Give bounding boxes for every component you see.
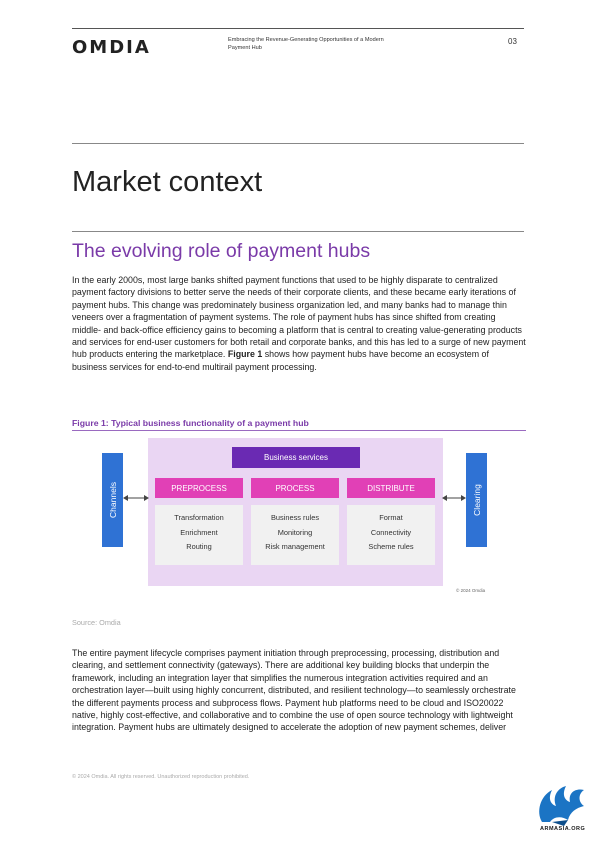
channels-arrow	[123, 495, 149, 501]
stage-header: PROCESS	[251, 478, 339, 498]
omdia-logo: OMDIA	[72, 37, 151, 58]
stage-item: Transformation	[174, 513, 224, 522]
stage-body: Transformation Enrichment Routing	[155, 505, 243, 565]
stage-header: DISTRIBUTE	[347, 478, 435, 498]
header-top-rule	[72, 28, 524, 29]
stage-distribute: DISTRIBUTE Format Connectivity Scheme ru…	[347, 478, 435, 565]
page-number: 03	[508, 37, 517, 46]
armasia-logo	[539, 786, 584, 826]
paragraph-1: In the early 2000s, most large banks shi…	[72, 274, 526, 373]
figure-title: Figure 1: Typical business functionality…	[72, 418, 309, 428]
stage-item: Format	[379, 513, 403, 522]
stage-item: Routing	[186, 542, 212, 551]
figure-copyright: © 2024 Omdia	[456, 588, 486, 593]
clearing-arrow	[442, 495, 466, 501]
clearing-bar: Clearing	[466, 453, 487, 547]
clearing-label: Clearing	[471, 484, 482, 516]
stage-process: PROCESS Business rules Monitoring Risk m…	[251, 478, 339, 565]
stage-body: Business rules Monitoring Risk managemen…	[251, 505, 339, 565]
stage-item: Scheme rules	[368, 542, 414, 551]
section-divider	[72, 231, 524, 232]
stage-preprocess: PREPROCESS Transformation Enrichment Rou…	[155, 478, 243, 565]
paragraph-2: The entire payment lifecycle comprises p…	[72, 648, 516, 733]
watermark-text: ARMASIA.ORG	[540, 826, 586, 832]
subsection-title: The evolving role of payment hubs	[72, 240, 371, 262]
footer-copyright: © 2024 Omdia. All rights reserved. Unaut…	[72, 774, 250, 780]
channels-bar: Channels	[102, 453, 123, 547]
stage-item: Enrichment	[180, 527, 218, 537]
stage-item: Monitoring	[277, 527, 313, 537]
stage-item: Business rules	[270, 513, 320, 522]
section-title: Market context	[72, 166, 263, 198]
stage-header: PREPROCESS	[155, 478, 243, 498]
channels-label: Channels	[107, 482, 118, 518]
figure-reference: Figure 1	[227, 349, 263, 360]
section-top-rule	[72, 143, 524, 144]
paragraph-1-text: In the early 2000s, most large banks shi…	[72, 275, 526, 360]
stage-body: Format Connectivity Scheme rules	[347, 505, 435, 565]
stage-item: Risk management	[265, 542, 325, 551]
figure-title-rule	[72, 430, 526, 431]
paragraph-1-text-end: shows how payment hubs have become an ec…	[72, 349, 489, 372]
figure-source: Source: Omdia	[72, 618, 121, 627]
business-services-box: Business services	[232, 447, 360, 468]
document-title: Embracing the Revenue-Generating Opportu…	[228, 37, 384, 51]
stage-item: Connectivity	[370, 527, 412, 537]
